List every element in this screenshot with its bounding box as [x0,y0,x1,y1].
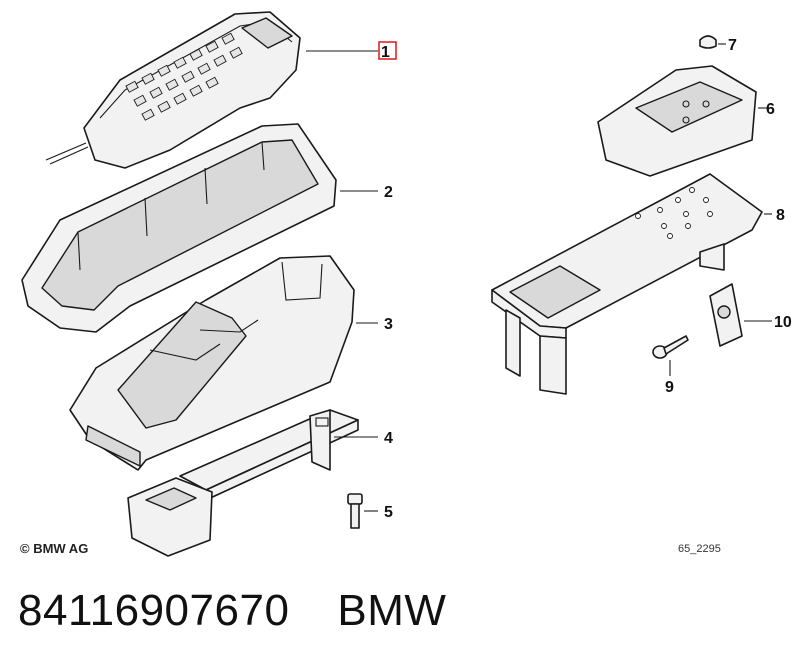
callout-2[interactable]: 2 [384,184,393,201]
caption: 84116907670 BMW [18,586,494,636]
console-base-part [69,255,378,471]
callout-7[interactable]: 7 [728,37,737,54]
console-frame-part [21,123,378,333]
callout-1[interactable]: 1 [381,44,390,61]
callout-5[interactable]: 5 [384,504,393,521]
part-number: 84116907670 [18,586,290,635]
handset-part [45,11,378,169]
copyright-label: © BMW AG [20,541,89,556]
callout-9[interactable]: 9 [665,379,674,396]
brand-label: BMW [337,586,447,635]
clip-nut-part [709,283,772,347]
callout-8[interactable]: 8 [776,207,785,224]
bolt-part [347,493,378,529]
callout-6[interactable]: 6 [766,101,775,118]
tray-part [597,65,770,177]
callout-10[interactable]: 10 [774,314,792,331]
callout-4[interactable]: 4 [384,430,393,447]
cap-part [699,35,726,49]
drawing-number: 65_2295 [678,543,721,555]
screw-part [652,335,689,376]
bracket-part [127,409,378,557]
base-plate-part [491,173,772,395]
highlight-box [378,41,397,60]
callout-3[interactable]: 3 [384,316,393,333]
